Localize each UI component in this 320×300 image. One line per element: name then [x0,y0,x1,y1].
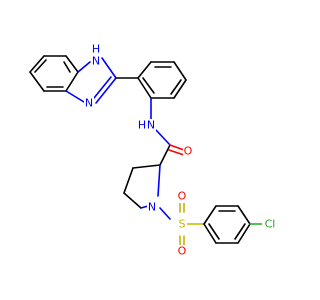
amide-nh-hydrogen-label: H [138,119,146,132]
atom-labels: H N N H N O N S O O Cl [84,43,278,258]
sulfur-label: S [179,218,186,231]
molecule-structure: H N N H N O N S O O Cl [29,42,278,258]
pyrrolidine-nitrogen-label: N [148,201,156,214]
pyrrolidine-ring [123,164,161,209]
benzimidazole-n1-label: N [92,55,100,68]
chlorine-label: Cl [265,218,276,231]
chlorophenyl-ring [203,205,263,244]
amide-nitrogen-label: N [147,119,155,132]
imidazole-ring [65,57,117,104]
amide-linkage [150,97,185,166]
carbonyl-oxygen-label: O [184,145,193,158]
benzimidazole-n3-label: N [85,97,93,110]
sulfonyl-oxygen-top-label: O [178,190,187,203]
benzimidazole-nh-hydrogen-label: H [92,43,100,56]
sulfonyl-oxygen-bottom-label: O [178,245,187,258]
benzimidazole-benzene-ring [29,55,79,92]
central-phenyl-ring [115,61,187,99]
